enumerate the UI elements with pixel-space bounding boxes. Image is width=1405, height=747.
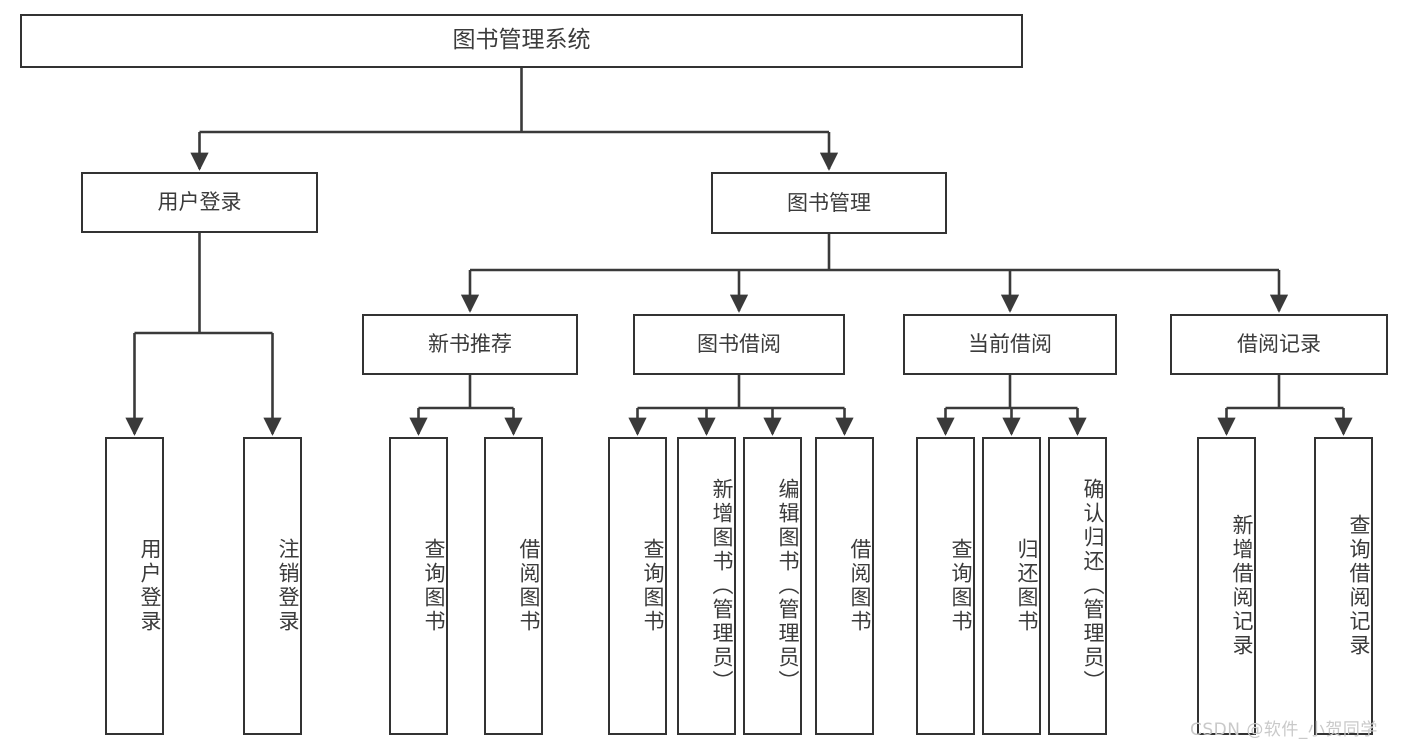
node-leaf-user-login[interactable]: 用户登录 xyxy=(105,437,164,735)
node-leaf-borrow-book-1-label: 借阅图书 xyxy=(517,538,541,634)
node-leaf-query-book-1[interactable]: 查询图书 xyxy=(389,437,448,735)
node-borrow-record[interactable]: 借阅记录 xyxy=(1170,314,1388,375)
node-leaf-query-book-3[interactable]: 查询图书 xyxy=(916,437,975,735)
node-leaf-user-login-label: 用户登录 xyxy=(138,538,162,634)
node-new-book-recommend-label: 新书推荐 xyxy=(428,332,512,357)
node-leaf-query-book-2[interactable]: 查询图书 xyxy=(608,437,667,735)
node-leaf-add-book[interactable]: 新增图书（管理员） xyxy=(677,437,736,735)
node-current-borrow-label: 当前借阅 xyxy=(968,332,1052,357)
node-book-borrow-label: 图书借阅 xyxy=(697,332,781,357)
node-root-label: 图书管理系统 xyxy=(452,27,591,54)
node-leaf-confirm-return-label: 确认归还（管理员） xyxy=(1081,478,1105,694)
node-leaf-query-record-label: 查询借阅记录 xyxy=(1347,514,1371,658)
node-leaf-user-logout-label: 注销登录 xyxy=(276,538,300,634)
node-user-login[interactable]: 用户登录 xyxy=(81,172,318,233)
node-leaf-user-logout[interactable]: 注销登录 xyxy=(243,437,302,735)
node-book-manage-label: 图书管理 xyxy=(787,190,871,215)
node-leaf-query-book-1-label: 查询图书 xyxy=(422,538,446,634)
node-leaf-query-record[interactable]: 查询借阅记录 xyxy=(1314,437,1373,735)
node-user-login-label: 用户登录 xyxy=(157,190,242,215)
node-leaf-edit-book-label: 编辑图书（管理员） xyxy=(776,478,800,694)
node-leaf-confirm-return[interactable]: 确认归还（管理员） xyxy=(1048,437,1107,735)
csdn-watermark: CSDN @软件_小贺同学 xyxy=(1190,720,1378,740)
node-leaf-borrow-book-2-label: 借阅图书 xyxy=(848,538,872,634)
node-book-manage[interactable]: 图书管理 xyxy=(711,172,947,234)
node-leaf-return-book[interactable]: 归还图书 xyxy=(982,437,1041,735)
node-leaf-add-record-label: 新增借阅记录 xyxy=(1230,514,1254,658)
node-leaf-borrow-book-2[interactable]: 借阅图书 xyxy=(815,437,874,735)
node-new-book-recommend[interactable]: 新书推荐 xyxy=(362,314,578,375)
node-leaf-edit-book[interactable]: 编辑图书（管理员） xyxy=(743,437,802,735)
node-current-borrow[interactable]: 当前借阅 xyxy=(903,314,1117,375)
node-leaf-add-book-label: 新增图书（管理员） xyxy=(710,478,734,694)
node-leaf-borrow-book-1[interactable]: 借阅图书 xyxy=(484,437,543,735)
node-leaf-add-record[interactable]: 新增借阅记录 xyxy=(1197,437,1256,735)
node-borrow-record-label: 借阅记录 xyxy=(1237,332,1321,357)
node-leaf-return-book-label: 归还图书 xyxy=(1015,538,1039,634)
node-book-borrow[interactable]: 图书借阅 xyxy=(633,314,845,375)
node-root[interactable]: 图书管理系统 xyxy=(20,14,1023,68)
node-leaf-query-book-2-label: 查询图书 xyxy=(641,538,665,634)
node-leaf-query-book-3-label: 查询图书 xyxy=(949,538,973,634)
